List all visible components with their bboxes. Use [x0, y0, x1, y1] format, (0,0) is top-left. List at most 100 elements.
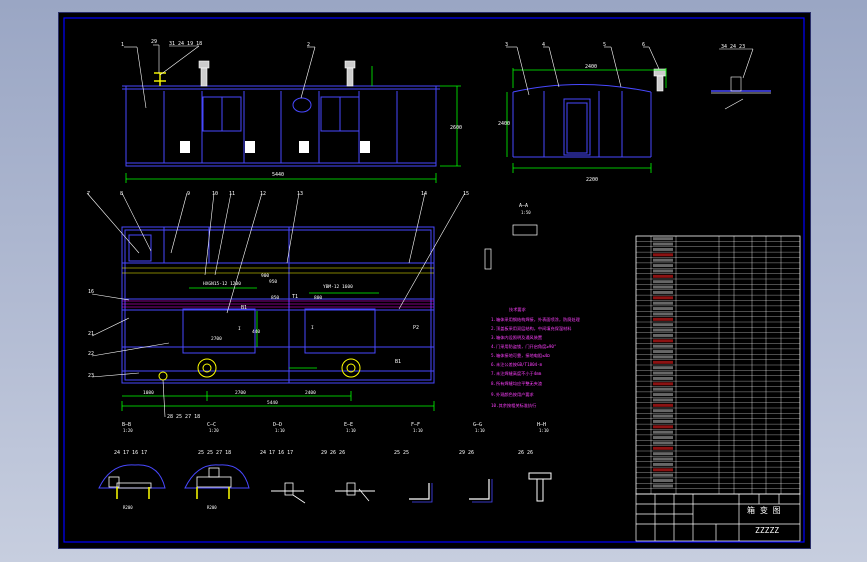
- front-louvers: [180, 141, 370, 153]
- svg-text:440: 440: [252, 329, 260, 335]
- bom-row-entry: [653, 253, 673, 257]
- detail-views: B—B 1:20 24 17 16 17 R200 C—C 1:20 25 25…: [98, 422, 552, 510]
- plan-dimensions: [121, 287, 435, 411]
- svg-text:B1: B1: [241, 305, 247, 311]
- svg-text:29: 29: [151, 39, 157, 45]
- svg-text:24 17 16 17: 24 17 16 17: [114, 450, 147, 456]
- svg-text:1:20: 1:20: [123, 428, 133, 433]
- svg-text:T1: T1: [292, 294, 298, 300]
- bom-row-entry: [653, 462, 673, 466]
- bom-row-entry: [653, 242, 673, 246]
- svg-text:7.未注焊缝高度不小于4mm: 7.未注焊缝高度不小于4mm: [491, 370, 542, 377]
- bom-row-entry: [653, 307, 673, 311]
- svg-text:2700: 2700: [211, 336, 222, 342]
- bom-row-entry: [653, 446, 673, 450]
- svg-text:9: 9: [187, 191, 190, 197]
- bom-row-entry: [653, 393, 673, 397]
- svg-text:B1: B1: [395, 359, 401, 365]
- svg-text:1:20: 1:20: [209, 428, 219, 433]
- side-dimensions: [506, 68, 667, 173]
- svg-text:800: 800: [314, 295, 322, 301]
- svg-text:2: 2: [307, 42, 310, 48]
- svg-text:5.箱体接地可靠，接地电阻≤4Ω: 5.箱体接地可靠，接地电阻≤4Ω: [491, 352, 550, 359]
- svg-text:技术要求: 技术要求: [509, 306, 527, 313]
- bom-row-entry: [653, 280, 673, 284]
- svg-text:P2: P2: [413, 325, 419, 331]
- front-elevation-view: [122, 85, 440, 167]
- front-overall-length: 5440: [272, 172, 284, 178]
- svg-text:3.箱体内设照明及通风装置: 3.箱体内设照明及通风装置: [491, 334, 542, 341]
- plan-balloons: [86, 192, 466, 418]
- bom-row-entry: [653, 296, 673, 300]
- svg-text:31 24 19 18: 31 24 19 18: [169, 41, 202, 47]
- svg-text:23: 23: [88, 373, 94, 379]
- svg-text:6.未注公差按GB/T1804-m: 6.未注公差按GB/T1804-m: [491, 361, 543, 368]
- svg-text:850: 850: [271, 295, 279, 301]
- sheet-border: [63, 17, 805, 543]
- svg-text:E—E: E—E: [344, 422, 353, 428]
- side-vent: [653, 68, 667, 92]
- front-ventilator-yellow: [154, 72, 166, 86]
- svg-text:21: 21: [88, 331, 94, 337]
- plan-lifting-rings: [158, 358, 361, 381]
- bom-row-entry: [653, 436, 673, 440]
- svg-text:1:10: 1:10: [346, 428, 356, 433]
- svg-text:C—C: C—C: [207, 422, 216, 428]
- svg-text:1:10: 1:10: [275, 428, 285, 433]
- svg-text:14: 14: [421, 191, 427, 197]
- side-elevation-view: [512, 84, 652, 158]
- svg-text:3: 3: [505, 42, 508, 48]
- svg-text:29 26: 29 26: [459, 450, 474, 456]
- bom-row-entry: [653, 382, 673, 386]
- svg-text:1: 1: [121, 42, 124, 48]
- svg-text:1:10: 1:10: [475, 428, 485, 433]
- plan-yellow-hatch: [122, 267, 434, 274]
- svg-text:34 24 23: 34 24 23: [721, 44, 745, 50]
- bom-row-entry: [653, 333, 673, 337]
- bom-row-entry: [653, 301, 673, 305]
- svg-text:8: 8: [120, 191, 123, 197]
- svg-text:4.门采用防盗锁，门开启角度≥90°: 4.门采用防盗锁，门开启角度≥90°: [491, 343, 556, 350]
- svg-text:5440: 5440: [267, 400, 278, 406]
- svg-text:10: 10: [212, 191, 218, 197]
- bom-row-entry: [653, 473, 673, 477]
- svg-text:10.其余按相关标准执行: 10.其余按相关标准执行: [491, 402, 536, 409]
- bom-row-entry: [653, 290, 673, 294]
- bom-row-entry: [653, 403, 673, 407]
- bom-row-entry: [653, 398, 673, 402]
- svg-text:6: 6: [642, 42, 645, 48]
- svg-text:5: 5: [603, 42, 606, 48]
- plan-dim-text: 5440 2700 2400 1080 HXGN15-12 1200 YBM-1…: [143, 273, 353, 406]
- bom-row-entry: [653, 484, 673, 488]
- drawing-sheet: 5440 2600 1 29 31 24 19 18 2: [58, 12, 811, 549]
- bom-row-entry: [653, 409, 673, 413]
- svg-text:29 26 26: 29 26 26: [321, 450, 345, 456]
- bom-row-entry: [653, 360, 673, 364]
- bom-row-entry: [653, 419, 673, 423]
- side-balloons: [506, 46, 660, 96]
- svg-text:D—D: D—D: [273, 422, 282, 428]
- bom-table: [635, 235, 801, 495]
- side-base-dim: 2200: [586, 177, 598, 183]
- svg-text:13: 13: [297, 191, 303, 197]
- svg-text:26 26: 26 26: [518, 450, 533, 456]
- bom-row-entry: [653, 328, 673, 332]
- svg-text:24 17 16 17: 24 17 16 17: [260, 450, 293, 456]
- front-dimensions: [125, 66, 461, 183]
- svg-text:7: 7: [87, 191, 90, 197]
- svg-text:HXGN15-12 1200: HXGN15-12 1200: [203, 281, 241, 287]
- svg-text:15: 15: [463, 191, 469, 197]
- bom-row-entry: [653, 350, 673, 354]
- drawing-canvas[interactable]: 5440 2600 1 29 31 24 19 18 2: [59, 13, 810, 548]
- lifting-lugs: [198, 60, 356, 87]
- svg-text:4: 4: [542, 42, 545, 48]
- svg-text:1:50: 1:50: [521, 210, 531, 215]
- drawing-title: 箱 变 图: [747, 505, 781, 515]
- svg-text:900: 900: [261, 273, 269, 279]
- svg-text:950: 950: [269, 279, 277, 285]
- front-labels: 1 29 31 24 19 18 2: [121, 39, 310, 48]
- svg-text:2700: 2700: [235, 390, 246, 396]
- bom-row-entry: [653, 425, 673, 429]
- svg-text:H—H: H—H: [537, 422, 546, 428]
